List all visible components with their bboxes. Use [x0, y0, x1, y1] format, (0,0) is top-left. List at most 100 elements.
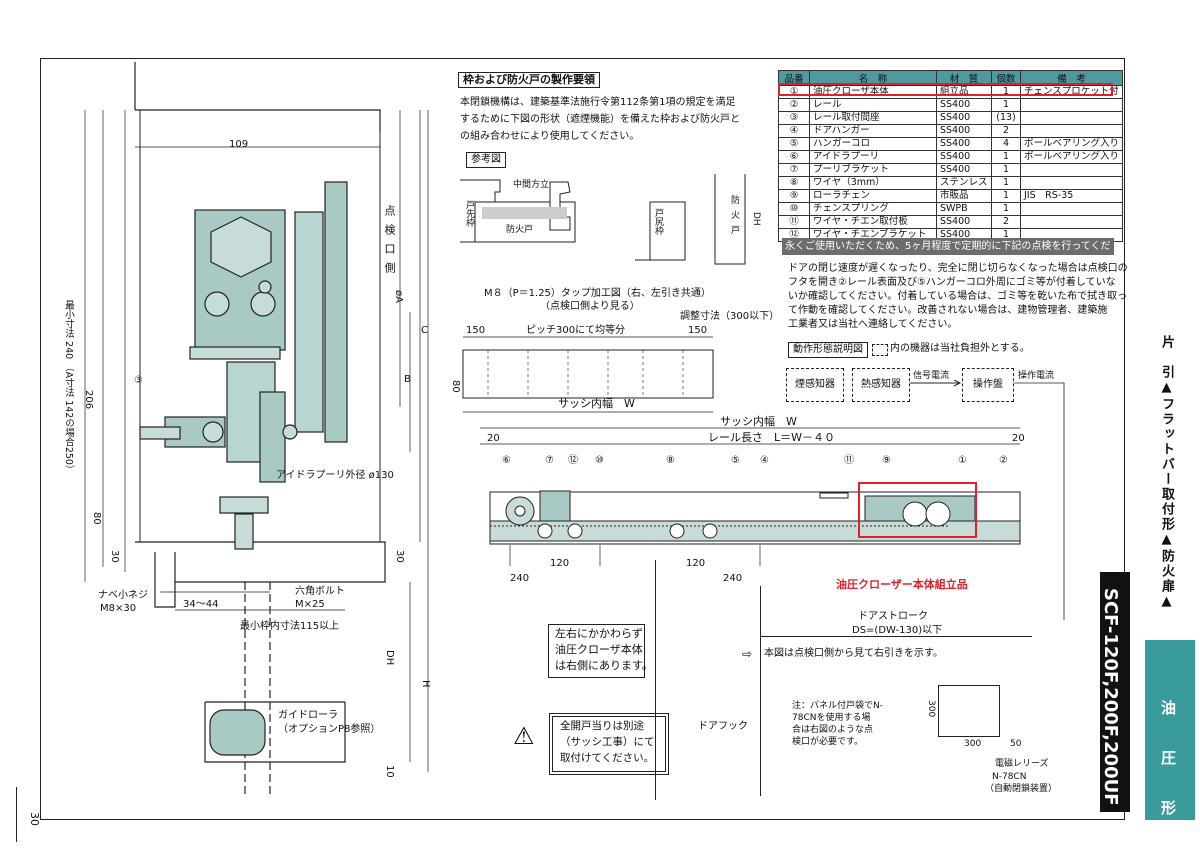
- parts-cell: アイドラプーリ: [809, 150, 937, 164]
- dim-30-left: 30: [109, 550, 120, 563]
- rail-dim-120-right: 120: [686, 558, 706, 569]
- closer-highlight-box: [858, 482, 977, 538]
- parts-cell: 2: [991, 215, 1021, 229]
- warning-1: 全開戸当りは別途: [560, 720, 644, 732]
- parts-cell: ドアハンガー: [809, 124, 937, 138]
- parts-cell: ハンガーコロ: [809, 137, 937, 151]
- dim-C: C: [421, 325, 428, 336]
- dim-109: 109: [229, 139, 249, 150]
- flow-heat-detector: 熱感知器: [852, 368, 910, 402]
- parts-cell: 市販品: [936, 189, 992, 203]
- door-stroke-value: DS=(DW-130)以下: [852, 625, 943, 636]
- dim-min-240: 最小寸法 240 （A寸法 142の場合250）: [63, 300, 74, 475]
- ref-fire-door: 防火戸: [506, 225, 534, 235]
- body-note-3: は右側にあります。: [555, 659, 653, 672]
- door-hook-label: ドアフック: [698, 721, 748, 732]
- flow-legend-box: [872, 344, 888, 356]
- col-part-no: 品番: [778, 70, 810, 86]
- parts-cell: ワイヤ（3mm）: [809, 176, 937, 190]
- inspect-side-label: 点検口側: [383, 205, 396, 281]
- section-body-2: するために下図の形状（遮煙機能）を備えた枠および防火戸と: [460, 114, 740, 125]
- parts-cell: [1019, 111, 1124, 125]
- side-model: SCF-120F,200F,200UF: [1100, 588, 1121, 806]
- notice-line-3: いか確認してください。付着している場合は、ゴミ等を乾いた布で拭き取っ: [788, 291, 1128, 302]
- parts-cell: 1: [991, 150, 1021, 164]
- parts-cell: ⑤: [778, 137, 810, 151]
- ref-dh: DH: [751, 212, 761, 226]
- tap-subtitle: （点検口側より見る）: [540, 301, 640, 312]
- parts-cell: [1019, 124, 1124, 138]
- ref-door-jamb: 戸尻枠: [653, 208, 663, 235]
- guide-roller-option: （オプションP8参照）: [278, 724, 381, 735]
- parts-cell: SS400: [936, 163, 992, 177]
- flow-panel: 操作盤: [962, 368, 1014, 402]
- dim-34-44: 34～44: [183, 599, 219, 610]
- guide-roller-label: ガイドローラ: [278, 710, 338, 721]
- parts-cell: [1019, 98, 1124, 112]
- parts-cell: 1: [991, 176, 1021, 190]
- parts-cell: ボールベアリング入り: [1019, 137, 1124, 151]
- magnet-label-1: 電磁レリーズ: [995, 759, 1049, 769]
- section-body-1: 本閉鎖機構は、建築基準法施行令第112条第1項の規定を満足: [460, 97, 736, 108]
- flow-arrows: [910, 380, 1065, 620]
- door-line: [655, 560, 656, 800]
- rail-dim-120-left: 120: [550, 558, 570, 569]
- stroke-line: [760, 636, 1032, 637]
- parts-cell: ⑥: [778, 150, 810, 164]
- highlight-row-1: [778, 83, 1113, 96]
- callout-2: ②: [999, 455, 1008, 466]
- tap-height: 80: [450, 380, 461, 393]
- notice-line-4: て作動を確認してください。改善されない場合は、建物管理者、建築施: [788, 305, 1108, 316]
- flow-signal: 信号電流: [913, 371, 950, 381]
- section-title: 枠および防火戸の製作要領: [458, 72, 600, 88]
- parts-cell: 1: [991, 163, 1021, 177]
- dim-H: H: [420, 680, 431, 688]
- tap-dim-right: 150: [688, 325, 708, 336]
- dim-phiA: øA: [393, 290, 404, 303]
- nut-size: M8×30: [100, 603, 137, 614]
- dim-30-right: 30: [394, 550, 405, 563]
- parts-cell: [1019, 176, 1124, 190]
- parts-cell: ステンレス: [936, 176, 992, 190]
- door-edge-line: [760, 586, 761, 796]
- callout-11: ⑪: [844, 455, 854, 466]
- notice-bar: 永くご使用いただくため、5ヶ月程度で定期的に下記の点検を行ってください。: [782, 238, 1114, 269]
- magnet-dim-h: 300: [926, 700, 936, 718]
- parts-cell: 1: [991, 202, 1021, 216]
- callout-6: ⑥: [502, 455, 511, 466]
- parts-cell: ⑪: [778, 215, 810, 229]
- notice-line-5: 工業者又は当社へ連絡してください。: [788, 319, 958, 330]
- rail-dim-left-20: 20: [487, 433, 500, 444]
- callout-8: ⑧: [666, 455, 675, 466]
- magnet-dim-w2: 50: [1010, 739, 1022, 749]
- hex-bolt-label: 六角ボルト: [295, 586, 345, 597]
- body-note-1: 左右にかかわらず: [555, 627, 643, 640]
- section-body-3: の組み合わせにより使用してください。: [460, 131, 640, 142]
- rail-sash-width: サッシ内幅 W: [720, 415, 797, 428]
- warning-3: 取付けてください。: [560, 752, 655, 764]
- parts-cell: SWPB: [936, 202, 992, 216]
- reference-drawing: [460, 174, 746, 265]
- callout-9: ⑨: [882, 455, 891, 466]
- tap-dim-left: 150: [466, 325, 486, 336]
- parts-cell: 1: [991, 98, 1021, 112]
- parts-cell: 2: [991, 124, 1021, 138]
- col-material: 材 質: [936, 70, 992, 86]
- dim-DH: DH: [384, 650, 395, 666]
- notice-line-2: フタを開き②レール表面及び⑤ハンガーコロ外周にゴミ等が付着していな: [788, 277, 1116, 288]
- warning-2: （サッシ工事）にて: [560, 736, 655, 748]
- parts-cell: SS400: [936, 215, 992, 229]
- flow-smoke-detector: 煙感知器: [786, 368, 844, 402]
- section-drawing: [84, 62, 429, 797]
- ref-fire-door-v: 防火戸: [729, 195, 739, 240]
- notice-line-1: ドアの閉じ速度が遅くなったり、完全に閉じ切らなくなった場合は点検口の: [788, 263, 1128, 274]
- parts-cell: ⑩: [778, 202, 810, 216]
- tap-pitch: ピッチ300にて均等分: [526, 325, 626, 336]
- tap-drawing: [462, 336, 714, 413]
